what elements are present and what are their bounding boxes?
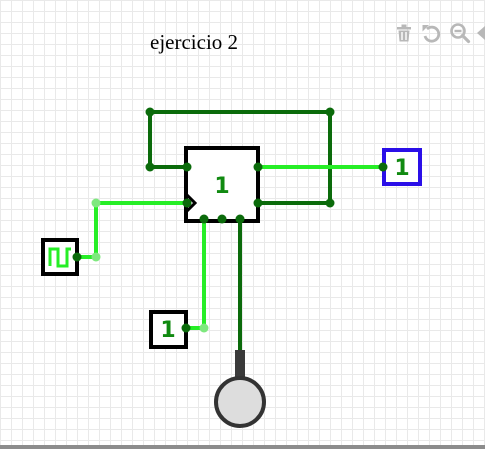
flipflop-qbar-pin[interactable] xyxy=(253,198,263,208)
flipflop-state-label: 1 xyxy=(214,174,229,199)
flipflop-input-pin[interactable] xyxy=(182,162,192,172)
page-title: ejercicio 2 xyxy=(150,30,239,54)
clock-source[interactable] xyxy=(41,238,79,276)
input-value-label: 1 xyxy=(160,318,175,343)
flipflop-output2-pin[interactable] xyxy=(235,214,245,224)
wire-node[interactable] xyxy=(325,198,335,208)
arrow-left-icon[interactable] xyxy=(476,22,485,44)
output-value-label: 1 xyxy=(394,156,409,181)
zoom-out-icon[interactable] xyxy=(449,22,471,44)
trash-icon[interactable] xyxy=(393,22,415,44)
feedback-wire[interactable] xyxy=(148,110,332,205)
wire-node[interactable] xyxy=(91,198,101,208)
output-probe-pin[interactable] xyxy=(378,162,388,172)
toolbar xyxy=(393,22,485,46)
clock-wire[interactable] xyxy=(75,201,189,259)
wire-node[interactable] xyxy=(145,107,155,117)
flip-flop[interactable] xyxy=(184,146,260,223)
bottom-border xyxy=(0,445,485,449)
flipflop-q-pin[interactable] xyxy=(253,162,263,172)
flipflop-input3-pin[interactable] xyxy=(217,214,227,224)
undo-icon[interactable] xyxy=(420,22,442,44)
flipflop-clock-pin[interactable] xyxy=(182,198,192,208)
wire-node[interactable] xyxy=(199,323,209,333)
wire-node[interactable] xyxy=(145,162,155,172)
led-output xyxy=(214,350,266,428)
input-wire[interactable] xyxy=(184,217,206,330)
wire-node[interactable] xyxy=(91,252,101,262)
input-output-pin[interactable] xyxy=(181,323,191,333)
flipflop-input2-pin[interactable] xyxy=(199,214,209,224)
clock-output-pin[interactable] xyxy=(72,252,82,262)
wire-node[interactable] xyxy=(325,107,335,117)
